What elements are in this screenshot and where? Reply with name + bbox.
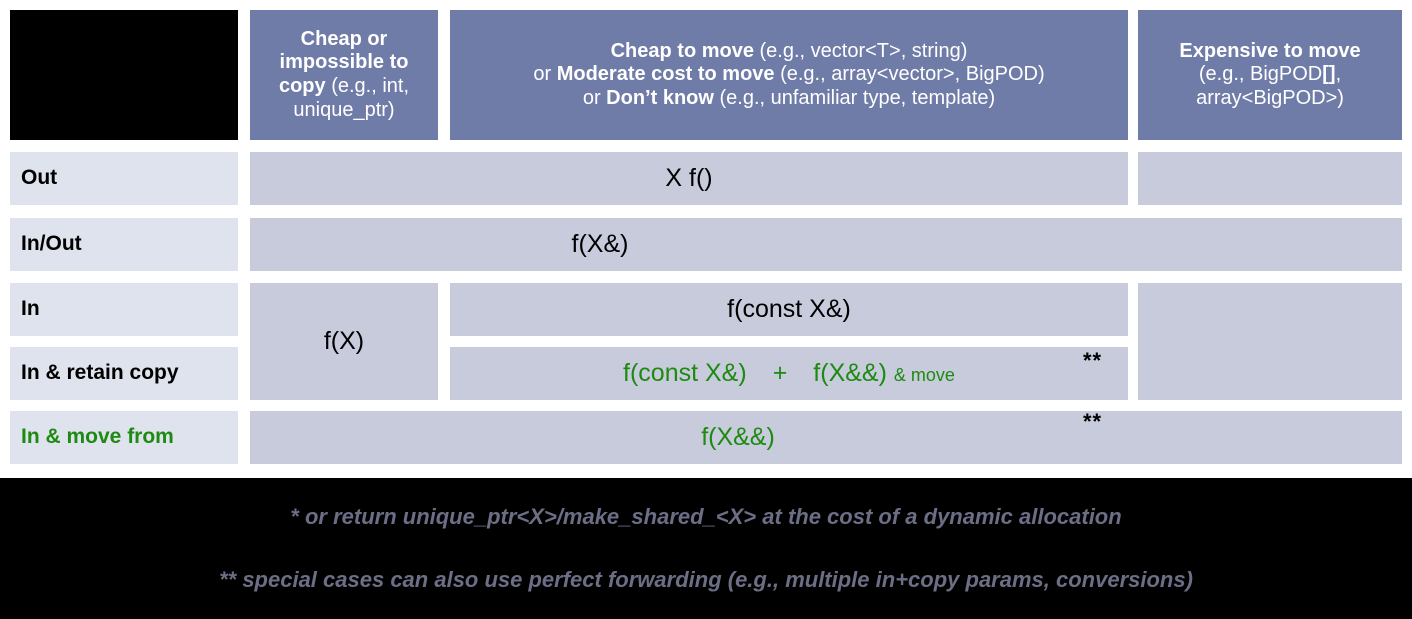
header-moderate-bold: Moderate cost to move xyxy=(556,63,775,86)
row-label-in-text: In xyxy=(21,297,40,321)
header-dontknow-bold: Don’t know xyxy=(606,86,714,109)
cell-move-from-f-xrr: f(X&&) xyxy=(250,411,1402,464)
row-label-in-retain-copy-text: In & retain copy xyxy=(21,361,179,385)
row-label-in-out-text: In/Out xyxy=(21,232,82,256)
row-label-in-move-from-text: In & move from xyxy=(21,425,174,449)
footnote-marker-move-from: ** xyxy=(1083,409,1103,434)
footnotes-area: * or return unique_ptr<X>/make_shared_<X… xyxy=(0,478,1412,619)
cell-retain-copy-plus: + xyxy=(772,358,788,387)
header-expensive-line2: (e.g., BigPOD xyxy=(1198,63,1323,86)
cell-retain-copy-right: f(X&&) xyxy=(813,358,887,387)
cell-in-f-const-xref: f(const X&) xyxy=(450,283,1128,336)
header-moderate-pre: or xyxy=(533,63,557,86)
footnote-double-asterisk: ** special cases can also use perfect fo… xyxy=(219,567,1193,592)
cell-move-from-value: f(X&&) xyxy=(701,422,775,451)
cell-out-x-f: X f() xyxy=(250,152,1128,205)
cell-cheap-copy-fx: f(X) xyxy=(250,283,438,400)
footnote-marker-retain-copy: ** xyxy=(1083,348,1103,373)
cell-retain-copy-left: f(const X&) xyxy=(623,358,747,387)
footnote-single-asterisk: * or return unique_ptr<X>/make_shared_<X… xyxy=(290,504,1122,529)
header-cheap-move-bold: Cheap to move xyxy=(610,39,754,62)
cell-in-value: f(const X&) xyxy=(727,294,851,323)
cell-out-value: X f() xyxy=(665,163,713,192)
header-cheap-copy-rest: (e.g., int, unique_ptr) xyxy=(293,75,410,121)
header-dontknow-rest: (e.g., unfamiliar type, template) xyxy=(713,86,996,109)
cell-expensive-out-empty xyxy=(1138,152,1402,205)
row-label-in: In xyxy=(10,283,238,336)
header-cheap-or-impossible-to-copy: Cheap or impossible to copy (e.g., int, … xyxy=(250,10,438,140)
cell-inout-f-xref: f(X&) xyxy=(250,218,1402,271)
cell-retain-copy-suffix: & move xyxy=(893,364,955,385)
row-label-in-out: In/Out xyxy=(10,218,238,271)
guidance-table: Cheap or impossible to copy (e.g., int, … xyxy=(0,0,1412,478)
row-label-in-move-from: In & move from xyxy=(10,411,238,464)
header-cheap-to-move: Cheap to move (e.g., vector<T>, string) … xyxy=(450,10,1128,140)
header-cheap-move-rest: (e.g., vector<T>, string) xyxy=(753,39,968,62)
header-dontknow-pre: or xyxy=(582,86,607,109)
table-corner-cell xyxy=(10,10,238,140)
cell-in-retain-copy-sigs: f(const X&) + f(X&&) & move xyxy=(450,347,1128,400)
header-expensive-brackets: [] xyxy=(1322,63,1336,86)
row-label-out-text: Out xyxy=(21,166,58,190)
header-expensive-to-move: Expensive to move (e.g., BigPOD[], array… xyxy=(1138,10,1402,140)
row-label-out: Out xyxy=(10,152,238,205)
header-cheap-copy-bold: Cheap or impossible to copy xyxy=(278,27,409,97)
header-expensive-line2-tail: , xyxy=(1335,63,1342,86)
header-expensive-line3: array<BigPOD>) xyxy=(1196,86,1344,109)
cell-cheap-copy-fx-value: f(X) xyxy=(323,326,365,355)
cell-expensive-in-retain-empty xyxy=(1138,283,1402,400)
header-moderate-rest: (e.g., array<vector>, BigPOD) xyxy=(774,63,1045,86)
row-label-in-retain-copy: In & retain copy xyxy=(10,347,238,400)
header-expensive-bold: Expensive to move xyxy=(1179,39,1361,62)
cell-inout-value: f(X&) xyxy=(571,229,629,258)
